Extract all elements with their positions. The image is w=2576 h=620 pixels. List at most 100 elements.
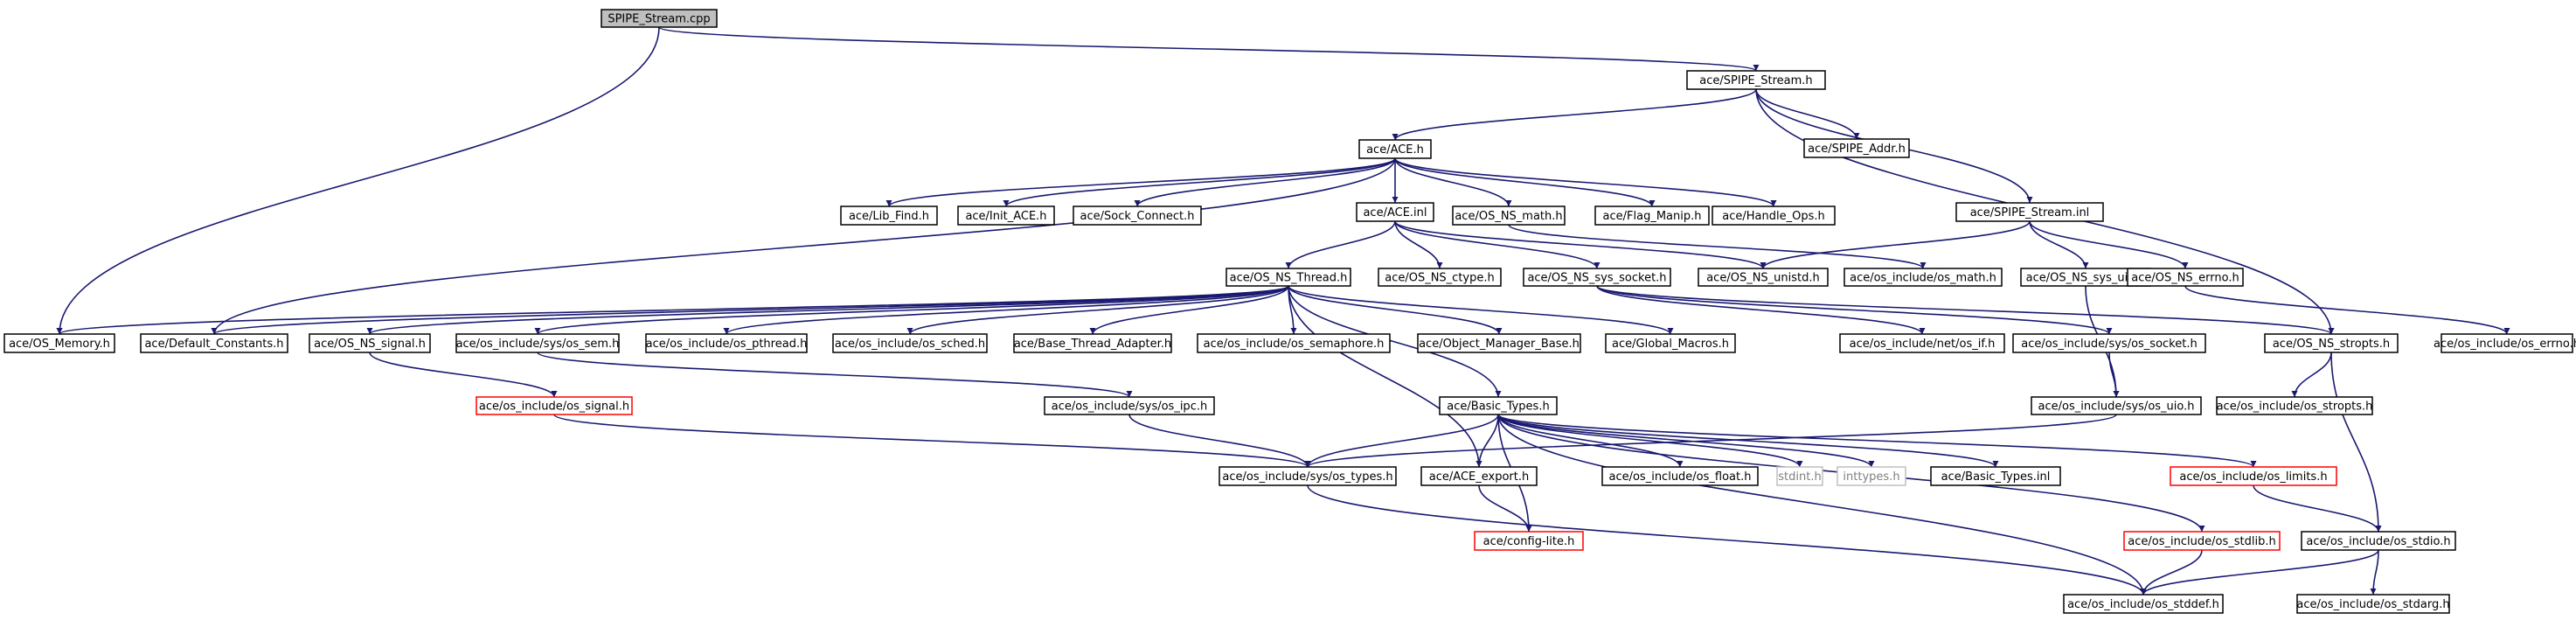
node-os-errno[interactable]: ace/os_include/os_errno.h — [2434, 333, 2576, 353]
node-base-thread-adapter[interactable]: ace/Base_Thread_Adapter.h — [1013, 333, 1172, 353]
node-basic-types-inl[interactable]: ace/Basic_Types.inl — [1930, 466, 2061, 486]
node-box — [1776, 466, 1823, 486]
edge-ace_inl-to-os_ns_sys_socket — [1394, 220, 1600, 269]
node-lib-find[interactable]: ace/Lib_Find.h — [840, 206, 938, 226]
node-box — [1474, 531, 1584, 551]
node-spipe-inl[interactable]: ace/SPIPE_Stream.inl — [1955, 202, 2104, 222]
node-os-signal[interactable]: ace/os_include/os_signal.h — [476, 396, 633, 415]
edge-os_stdio-to-os_stdarg — [2370, 549, 2379, 596]
node-label: ace/os_include/os_stddef.h — [2067, 598, 2219, 611]
node-ace-h[interactable]: ace/ACE.h — [1358, 139, 1432, 159]
node-label: ace/Basic_Types.inl — [1941, 470, 2051, 484]
node-flag-manip[interactable]: ace/Flag_Manip.h — [1594, 206, 1710, 226]
node-box — [1698, 268, 1829, 287]
edge-os_ns_thread-to-os_pthread — [723, 285, 1289, 335]
node-label: ace/OS_Memory.h — [9, 338, 110, 351]
edge-os_ns_math-to-os_math — [1508, 224, 1927, 269]
node-label: ace/OS_NS_math.h — [1455, 210, 1562, 223]
node-os-ns-ctype[interactable]: ace/OS_NS_ctype.h — [1378, 268, 1502, 287]
node-os-stdio[interactable]: ace/os_include/os_stdio.h — [2301, 531, 2456, 551]
edge-os_ns_thread-to-global_macros — [1288, 285, 1674, 335]
edge-ace_h-to-lib_find — [885, 157, 1396, 207]
node-spipe-cpp[interactable]: SPIPE_Stream.cpp — [601, 9, 718, 28]
node-label: ace/Basic_Types.h — [1447, 401, 1549, 414]
node-label: ace/os_include/os_signal.h — [479, 401, 629, 414]
node-box — [1955, 202, 2104, 222]
node-ace-export[interactable]: ace/ACE_export.h — [1420, 466, 1538, 486]
node-os-ns-errno[interactable]: ace/OS_NS_errno.h — [2127, 268, 2244, 287]
node-stdint[interactable]: stdint.h — [1776, 466, 1823, 486]
node-os-sched[interactable]: ace/os_include/os_sched.h — [832, 333, 988, 353]
node-os-memory[interactable]: ace/OS_Memory.h — [3, 333, 115, 353]
node-os-ns-sys-uio[interactable]: ace/OS_NS_sys_uio.h — [2020, 268, 2151, 287]
node-basic-types[interactable]: ace/Basic_Types.h — [1439, 396, 1558, 415]
edge-layer — [56, 26, 2510, 596]
node-os-ns-math[interactable]: ace/OS_NS_math.h — [1452, 206, 1566, 226]
node-config-lite[interactable]: ace/config-lite.h — [1474, 531, 1584, 551]
node-os-sem[interactable]: ace/os_include/sys/os_sem.h — [455, 333, 620, 353]
edge-ace_h-to-default_constants — [211, 157, 1396, 335]
node-os-stdlib[interactable]: ace/os_include/os_stdlib.h — [2123, 531, 2281, 551]
edge-os_ns_thread-to-ace_export — [1288, 285, 1482, 468]
node-os-semaphore[interactable]: ace/os_include/os_semaphore.h — [1197, 333, 1391, 353]
edge-ace_h-to-flag_manip — [1394, 157, 1656, 207]
node-default-constants[interactable]: ace/Default_Constants.h — [140, 333, 288, 353]
node-os-ns-thread[interactable]: ace/OS_NS_Thread.h — [1226, 268, 1351, 287]
node-os-ns-stropts[interactable]: ace/OS_NS_stropts.h — [2264, 333, 2399, 353]
edge-os_signal-to-os_types — [553, 414, 1311, 468]
node-box — [1601, 466, 1759, 486]
node-inttypes[interactable]: inttypes.h — [1837, 466, 1906, 486]
node-label: ace/os_include/sys/os_sem.h — [456, 338, 620, 351]
node-box — [1843, 268, 2003, 287]
edge-os_ns_signal-to-os_signal — [369, 352, 558, 398]
node-os-uio[interactable]: ace/os_include/sys/os_uio.h — [2031, 396, 2202, 415]
node-handle-ops[interactable]: ace/Handle_Ops.h — [1712, 206, 1836, 226]
node-label: ace/os_include/os_limits.h — [2179, 470, 2327, 484]
node-spipe-h[interactable]: ace/SPIPE_Stream.h — [1686, 70, 1826, 90]
node-os-ns-signal[interactable]: ace/OS_NS_signal.h — [309, 333, 431, 353]
node-os-limits[interactable]: ace/os_include/os_limits.h — [2170, 466, 2337, 486]
node-label: ace/OS_NS_unistd.h — [1706, 272, 1820, 285]
node-os-ns-unistd[interactable]: ace/OS_NS_unistd.h — [1698, 268, 1829, 287]
node-init-ace[interactable]: ace/Init_ACE.h — [957, 206, 1055, 226]
edge-ace_h-to-sock_connect — [1134, 157, 1396, 207]
node-box — [1594, 206, 1710, 226]
node-box — [957, 206, 1055, 226]
edge-ace_h-to-init_ace — [1003, 157, 1396, 207]
node-os-float[interactable]: ace/os_include/os_float.h — [1601, 466, 1759, 486]
node-box — [645, 333, 808, 353]
node-sock-connect[interactable]: ace/Sock_Connect.h — [1073, 206, 1202, 226]
node-box — [1356, 202, 1434, 222]
edge-os_stdio-to-os_stddef — [2140, 549, 2379, 596]
node-box — [1013, 333, 1172, 353]
node-os-stropts[interactable]: ace/os_include/os_stropts.h — [2216, 396, 2373, 415]
node-box — [1803, 138, 1910, 158]
node-label: ace/config-lite.h — [1483, 535, 1575, 548]
node-os-stdarg[interactable]: ace/os_include/os_stdarg.h — [2296, 594, 2450, 614]
node-os-stddef[interactable]: ace/os_include/os_stddef.h — [2063, 594, 2224, 614]
node-os-if[interactable]: ace/os_include/net/os_if.h — [1839, 333, 2005, 353]
node-os-pthread[interactable]: ace/os_include/os_pthread.h — [645, 333, 808, 353]
node-os-ns-sys-socket[interactable]: ace/OS_NS_sys_socket.h — [1523, 268, 1671, 287]
node-global-macros[interactable]: ace/Global_Macros.h — [1605, 333, 1736, 353]
edge-ace_inl-to-os_ns_thread — [1285, 220, 1396, 269]
node-os-socket[interactable]: ace/os_include/sys/os_socket.h — [2012, 333, 2206, 353]
node-label: ace/os_include/os_float.h — [1608, 470, 1751, 484]
node-box — [1378, 268, 1502, 287]
node-label: ace/os_include/sys/os_ipc.h — [1052, 401, 1207, 414]
node-box — [1930, 466, 2061, 486]
edge-spipe_inl-to-os_ns_errno — [2029, 220, 2189, 269]
node-os-math[interactable]: ace/os_include/os_math.h — [1843, 268, 2003, 287]
node-ace-inl[interactable]: ace/ACE.inl — [1356, 202, 1434, 222]
node-os-ipc[interactable]: ace/os_include/sys/os_ipc.h — [1044, 396, 1215, 415]
node-object-manager-base[interactable]: ace/Object_Manager_Base.h — [1417, 333, 1581, 353]
node-box — [1523, 268, 1671, 287]
node-label: stdint.h — [1778, 470, 1821, 484]
node-label: ace/ACE.h — [1366, 143, 1424, 157]
edge-basic_types-to-os_stddef — [1497, 414, 2147, 596]
node-spipe-addr[interactable]: ace/SPIPE_Addr.h — [1803, 138, 1910, 158]
node-box — [1837, 466, 1906, 486]
node-os-types[interactable]: ace/os_include/sys/os_types.h — [1219, 466, 1397, 486]
node-label: ace/os_include/sys/os_types.h — [1222, 470, 1392, 484]
edge-ace_h-to-os_ns_math — [1394, 157, 1512, 207]
